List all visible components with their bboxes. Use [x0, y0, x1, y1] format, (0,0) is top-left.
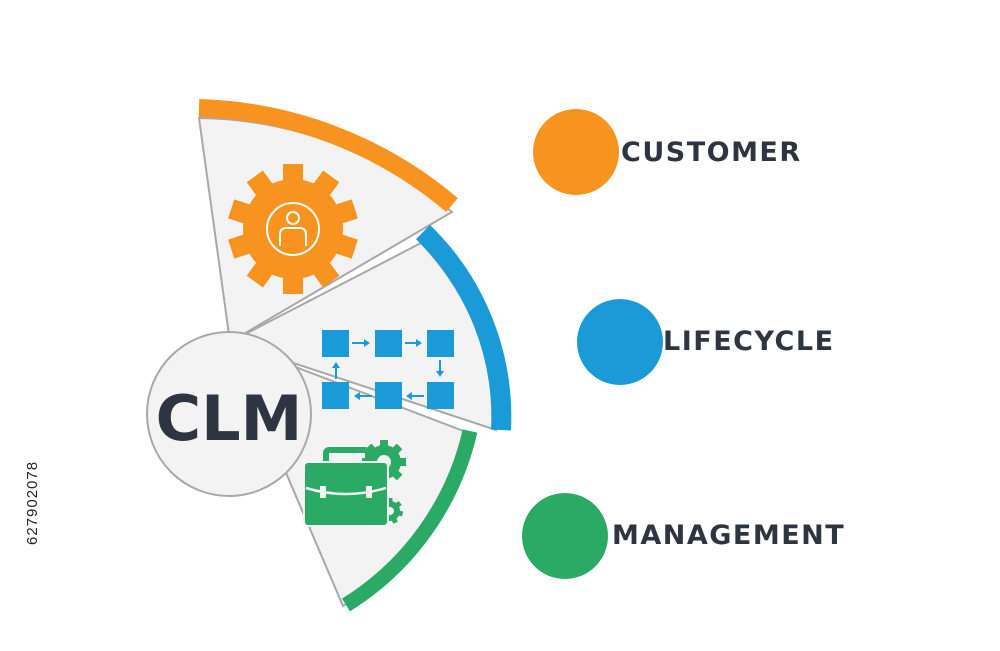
term-lifecycle: LIFECYCLE: [663, 326, 835, 357]
term-lifecycle-rest: IFECYCLE: [681, 326, 835, 357]
briefcase-gear-icon: [303, 440, 406, 527]
term-management-rest: ANAGEMENT: [640, 520, 846, 551]
acronym-label: CLM: [156, 382, 303, 455]
customer-arc: [198, 99, 458, 212]
customer-dot: [533, 109, 619, 195]
term-customer: CUSTOMER: [621, 137, 802, 168]
center-circle: [146, 331, 312, 497]
management-arc: [342, 429, 478, 612]
term-customer-letter: C: [621, 137, 643, 168]
gear-user-icon: [228, 164, 358, 294]
term-management: MANAGEMENT: [612, 520, 845, 551]
term-management-letter: M: [612, 520, 641, 551]
term-lifecycle-letter: L: [663, 326, 682, 357]
lifecycle-arc: [416, 224, 512, 431]
process-flow-icon: [322, 330, 454, 409]
stock-id: 627902078: [24, 460, 41, 545]
term-customer-rest: USTOMER: [642, 137, 802, 168]
lifecycle-dot: [577, 299, 663, 385]
management-dot: [522, 493, 608, 579]
